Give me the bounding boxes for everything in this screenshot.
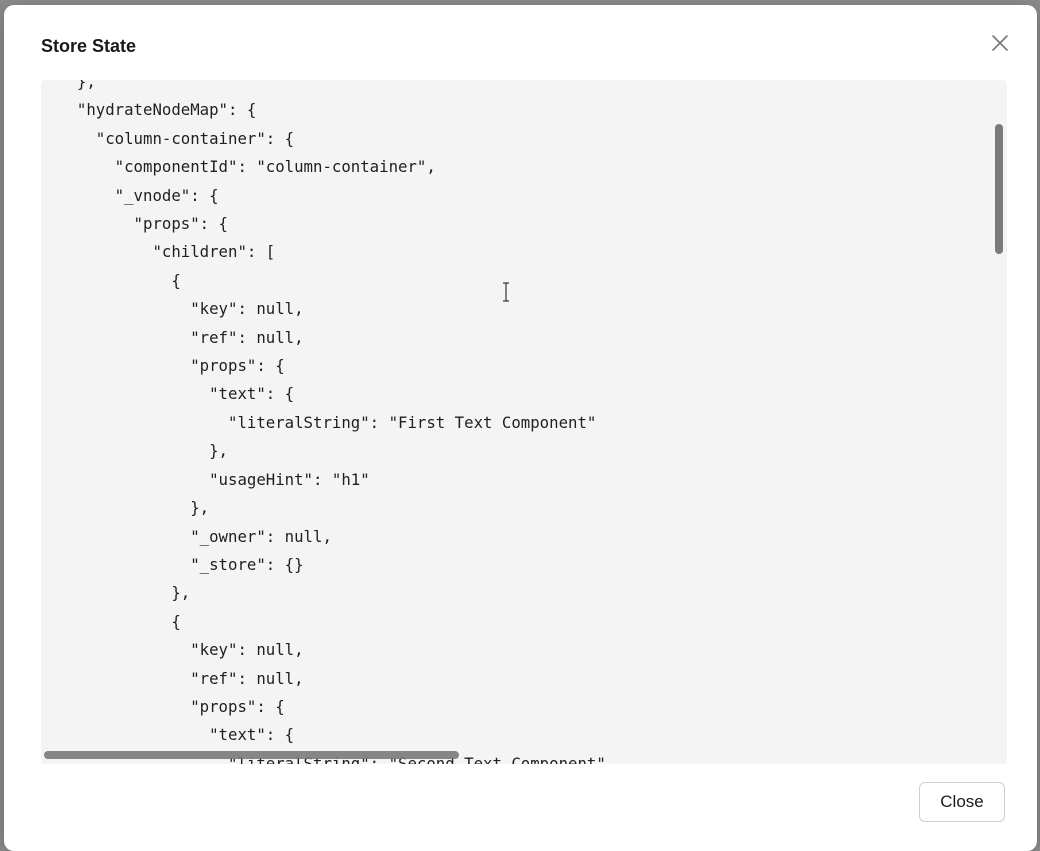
code-line: "key": null, [58, 299, 304, 319]
code-line: "ref": null, [58, 327, 304, 347]
code-line: "usageHint": "h1" [58, 469, 370, 489]
code-line: "props": { [58, 696, 285, 716]
code-line: "props": { [58, 214, 229, 234]
code-line: }, [58, 583, 191, 603]
code-line: "props": { [58, 356, 285, 376]
code-line: }, [58, 80, 96, 91]
code-line: "children": [ [58, 242, 276, 262]
code-line: "literalString": "First Text Component" [58, 412, 597, 432]
code-line: "ref": null, [58, 668, 304, 688]
close-button[interactable]: Close [919, 782, 1005, 822]
code-line: "componentId": "column-container", [58, 157, 436, 177]
store-state-dialog: Store State }, "hydrateNodeMap": { "colu… [4, 5, 1037, 851]
state-json-viewer[interactable]: }, "hydrateNodeMap": { "column-container… [41, 80, 1007, 764]
code-line: }, [58, 498, 210, 518]
code-line: { [58, 270, 181, 290]
code-line: "text": { [58, 725, 295, 745]
code-line: "_owner": null, [58, 526, 332, 546]
code-line: "key": null, [58, 640, 304, 660]
horizontal-scrollbar[interactable] [44, 751, 459, 759]
code-line: { [58, 611, 181, 631]
code-line: "_store": {} [58, 554, 304, 574]
close-icon[interactable] [988, 31, 1012, 55]
code-line: "column-container": { [58, 128, 295, 148]
code-line: "_vnode": { [58, 185, 219, 205]
text-cursor-icon [501, 282, 511, 302]
code-line: "text": { [58, 384, 295, 404]
state-json-code: }, "hydrateNodeMap": { "column-container… [41, 80, 606, 764]
code-line: "hydrateNodeMap": { [58, 100, 257, 120]
dialog-title: Store State [41, 36, 137, 56]
code-line: }, [58, 441, 229, 461]
vertical-scrollbar[interactable] [995, 124, 1003, 254]
